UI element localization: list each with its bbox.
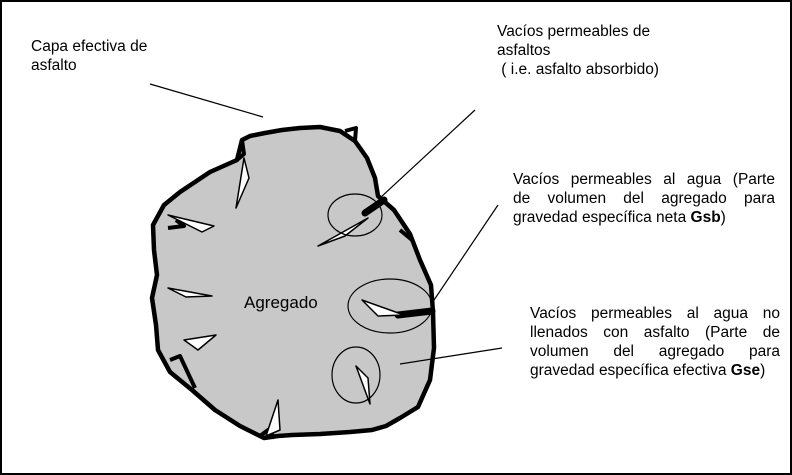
label-asphalt-permeable-voids: Vacíos permeables de asfaltos ( i.e. asf…: [497, 22, 697, 79]
label-aggregate: Agregado: [244, 293, 318, 312]
aggregate-particle: [152, 127, 434, 438]
label-water-permeable-voids: Vacíos permeables al agua (Parte de volu…: [513, 170, 775, 227]
label-unfilled-voids: Vacíos permeables al agua no llenados co…: [530, 304, 780, 380]
label-effective-asphalt: Capa efectiva de asfalto: [31, 37, 191, 75]
